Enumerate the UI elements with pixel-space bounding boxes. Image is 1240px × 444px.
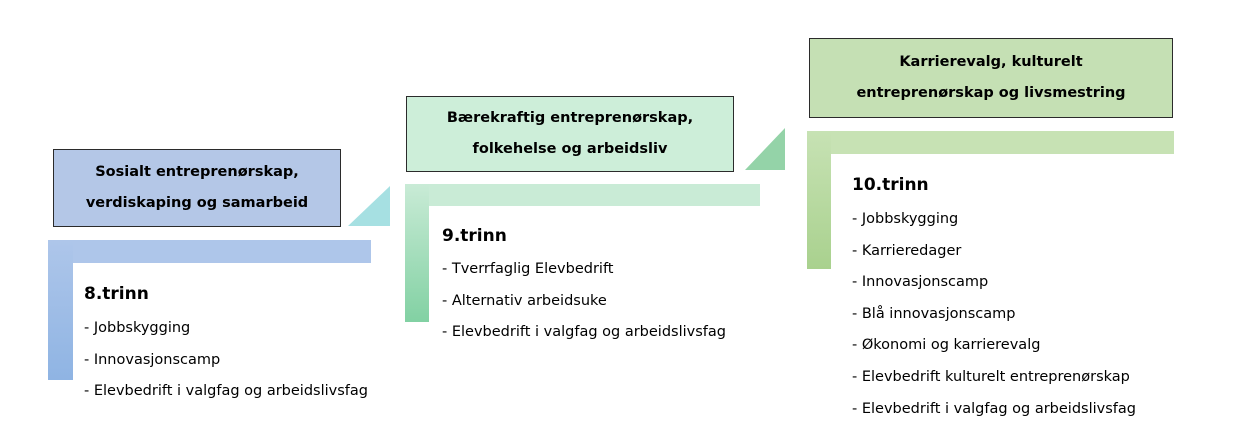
step-9-vertical-bar bbox=[405, 184, 429, 322]
step-8-heading: 8.trinn bbox=[84, 284, 149, 304]
activity-item: - Elevbedrift kulturelt entreprenørskap bbox=[852, 368, 1130, 385]
step-8-title-line-2: verdiskaping og samarbeid bbox=[85, 195, 309, 211]
activity-item: - Tverrfaglig Elevbedrift bbox=[442, 261, 614, 277]
step-8-horizontal-bar bbox=[48, 240, 371, 263]
step-9-title-box: Bærekraftig entreprenørskap, folkehelse … bbox=[406, 96, 734, 172]
step-10-activity-list: - Jobbskygging - Karrieredager - Innovasjo… bbox=[852, 204, 1136, 425]
step-10-title-box: Karrierevalg, kulturelt entreprenørskap … bbox=[809, 38, 1173, 118]
step-10-title-line-1: Karrierevalg, kulturelt bbox=[899, 54, 1083, 70]
step-9-title-line-2: folkehelse og arbeidsliv bbox=[472, 141, 668, 157]
step-9-horizontal-bar bbox=[405, 184, 760, 206]
step-10-vertical-bar bbox=[807, 131, 831, 269]
step-9-title-line-1: Bærekraftig entreprenørskap, bbox=[446, 110, 694, 126]
activity-item: - Alternativ arbeidsuke bbox=[442, 292, 607, 309]
step-9-heading: 9.trinn bbox=[442, 226, 507, 246]
step-8-title-line-1: Sosialt entreprenørskap, bbox=[95, 164, 299, 180]
activity-item: - Jobbskygging bbox=[852, 211, 959, 227]
activity-item: - Karrieredager bbox=[852, 242, 962, 259]
activity-item: - Innovasjonscamp bbox=[852, 274, 989, 291]
activity-item: - Jobbskygging bbox=[84, 320, 191, 336]
step-10-horizontal-bar bbox=[807, 131, 1174, 154]
step-10-heading: 10.trinn bbox=[852, 175, 929, 195]
activity-item: - Økonomi og karrierevalg bbox=[852, 337, 1041, 354]
activity-item: - Elevbedrift i valgfag og arbeidslivsfa… bbox=[84, 383, 368, 400]
step-8-activity-list: - Jobbskygging - Innovasjonscamp - Elevbed… bbox=[84, 313, 368, 408]
step-9-connector-triangle bbox=[745, 128, 785, 170]
activity-item: - Blå innovasjonscamp bbox=[852, 305, 1016, 322]
step-9-activity-list: - Tverrfaglig Elevbedrift - Alternativ ar… bbox=[442, 254, 726, 349]
activity-item: - Elevbedrift i valgfag og arbeidslivsfa… bbox=[852, 400, 1136, 417]
step-8-title-box: Sosialt entreprenørskap, verdiskaping og… bbox=[53, 149, 341, 227]
step-8-vertical-bar bbox=[48, 240, 73, 380]
step-10-title-line-2: entreprenørskap og livsmestring bbox=[856, 85, 1126, 101]
activity-item: - Elevbedrift i valgfag og arbeidslivsfa… bbox=[442, 324, 726, 341]
step-8-connector-triangle bbox=[348, 186, 390, 226]
activity-item: - Innovasjonscamp bbox=[84, 351, 221, 368]
